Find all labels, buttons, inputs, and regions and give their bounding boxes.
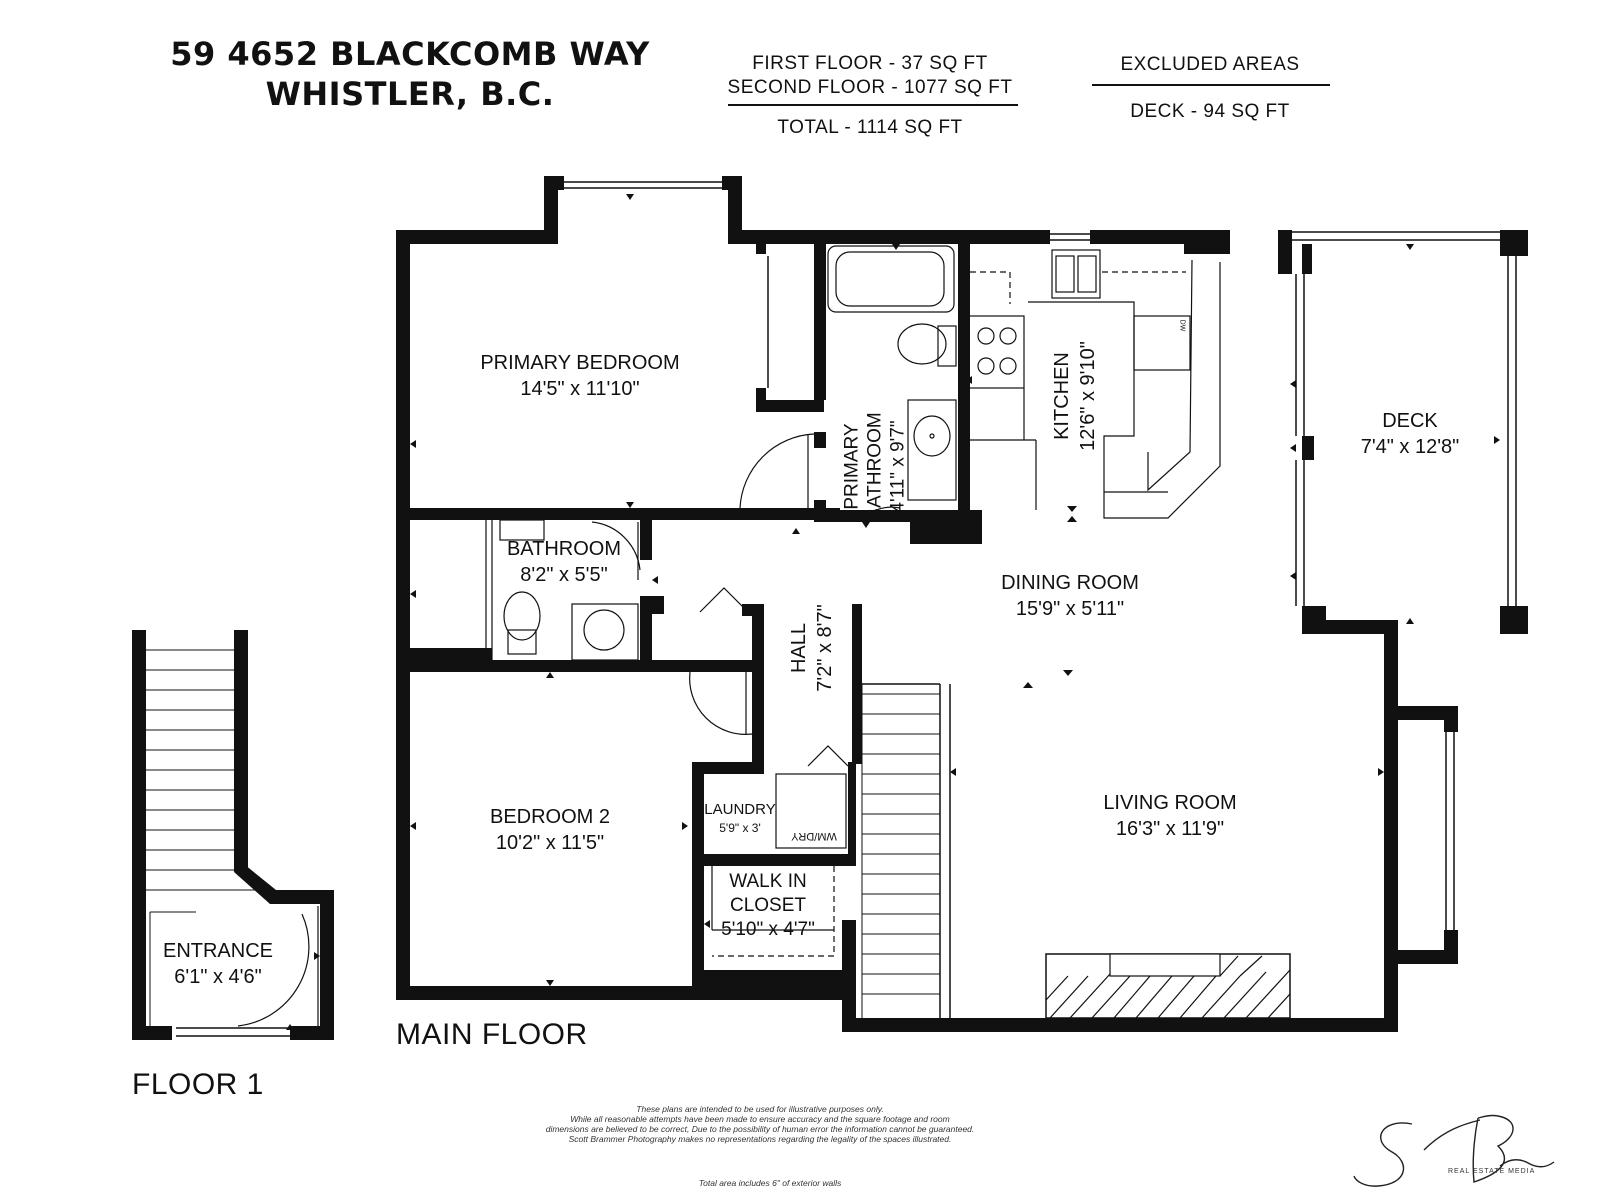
total-area: TOTAL - 1114 SQ FT: [777, 117, 963, 138]
address-line-2: WHISTLER, B.C.: [265, 75, 555, 113]
doors: [237, 433, 901, 1027]
excluded-areas-title: EXCLUDED AREAS: [1120, 54, 1300, 75]
room-primary-bathroom: PRIMARY BATHROOM 4'11" x 9'7": [841, 392, 910, 542]
kitchen-fixtures: [967, 249, 1221, 519]
main-floor-label: MAIN FLOOR: [396, 1018, 588, 1051]
room-dimensions: 6'1" x 4'6": [174, 966, 262, 988]
room-laundry: LAUNDRY 5'9" x 3': [700, 800, 780, 838]
entrance-stairs: [146, 649, 270, 1026]
room-name: ENTRANCE: [162, 940, 273, 962]
room-name: DECK: [1382, 410, 1438, 432]
room-name: LAUNDRY: [704, 801, 776, 818]
laundry-closet-fixtures: [711, 773, 847, 957]
disclaimer-line: dimensions are believed to be correct, D…: [545, 1124, 975, 1134]
dishwasher-label: DW: [1178, 319, 1186, 332]
windows-and-lines: [176, 181, 1517, 1037]
room-name-2: BATHROOM: [864, 412, 886, 521]
entrance-walls: [132, 630, 334, 1040]
room-dimensions: 14'5" x 11'10": [520, 378, 640, 400]
room-bedroom-2: BEDROOM 2 10'2" x 11'5": [470, 804, 630, 856]
room-entrance: ENTRANCE 6'1" x 4'6": [148, 938, 288, 990]
room-walk-in-closet: WALK IN CLOSET 5'10" x 4'7": [698, 870, 838, 942]
excluded-deck-area: DECK - 94 SQ FT: [1130, 101, 1290, 122]
address-line-1: 59 4652 BLACKCOMB WAY: [170, 35, 650, 73]
room-dimensions: 12'6" x 9'10": [1077, 341, 1099, 451]
room-living: LIVING ROOM 16'3" x 11'9": [1070, 790, 1270, 842]
room-deck: DECK 7'4" x 12'8": [1340, 408, 1480, 460]
room-name: PRIMARY: [841, 423, 863, 510]
room-dimensions: 5'9" x 3': [719, 821, 761, 835]
disclaimer-line: While all reasonable attempts have been …: [570, 1114, 950, 1124]
room-dimensions: 4'11" x 9'7": [887, 420, 909, 513]
floor-areas-block: FIRST FLOOR - 37 SQ FT SECOND FLOOR - 10…: [720, 52, 1020, 100]
dimension-markers: [286, 194, 1500, 1030]
first-floor-area: FIRST FLOOR - 37 SQ FT: [752, 53, 988, 74]
main-stairs: [861, 684, 940, 1018]
room-dimensions: 15'9" x 5'11": [1015, 598, 1125, 620]
room-name: BATHROOM: [506, 538, 622, 560]
room-name: HALL: [788, 622, 810, 674]
address-block: 59 4652 BLACKCOMB WAY WHISTLER, B.C.: [170, 34, 650, 114]
room-dimensions: 8'2" x 5'5": [520, 564, 608, 586]
room-name-2: CLOSET: [729, 895, 807, 916]
interior-walls: [396, 244, 982, 1000]
room-hall: HALL 7'2" x 8'7": [786, 588, 838, 708]
room-name: DINING ROOM: [1001, 572, 1139, 594]
room-bathroom: BATHROOM 8'2" x 5'5": [494, 536, 634, 588]
room-name: PRIMARY BEDROOM: [480, 352, 680, 374]
room-name: KITCHEN: [1051, 352, 1073, 440]
signature-subtitle: REAL ESTATE MEDIA: [1448, 1168, 1536, 1175]
laundry-appliance-label: WM/DRY: [791, 830, 837, 842]
disclaimer-line: Scott Brammer Photography makes no repre…: [568, 1134, 952, 1144]
fireplace: [1045, 953, 1291, 1019]
room-name: BEDROOM 2: [489, 806, 611, 828]
bathroom-fixtures: [485, 245, 957, 661]
room-dimensions: 7'2" x 8'7": [814, 604, 836, 692]
room-name: LIVING ROOM: [1103, 792, 1237, 814]
disclaimer-line: These plans are intended to be used for …: [636, 1104, 884, 1114]
area-footnote: Total area includes 6" of exterior walls: [698, 1178, 842, 1188]
room-dimensions: 16'3" x 11'9": [1115, 818, 1225, 840]
room-dimensions: 7'4" x 12'8": [1360, 436, 1460, 458]
room-dimensions: 10'2" x 11'5": [495, 832, 605, 854]
room-kitchen: KITCHEN 12'6" x 9'10": [1049, 321, 1101, 471]
room-name: WALK IN: [729, 871, 807, 892]
room-dimensions: 5'10" x 4'7": [721, 919, 815, 940]
floor-1-label: FLOOR 1: [132, 1068, 264, 1101]
disclaimer: These plans are intended to be used for …: [480, 1104, 1040, 1144]
room-dining: DINING ROOM 15'9" x 5'11": [970, 570, 1170, 622]
room-primary-bedroom: PRIMARY BEDROOM 14'5" x 11'10": [460, 350, 700, 402]
excluded-rule: [1092, 84, 1330, 86]
signature-mark: [1353, 1114, 1555, 1187]
second-floor-area: SECOND FLOOR - 1077 SQ FT: [727, 77, 1013, 98]
areas-rule: [728, 104, 1018, 106]
